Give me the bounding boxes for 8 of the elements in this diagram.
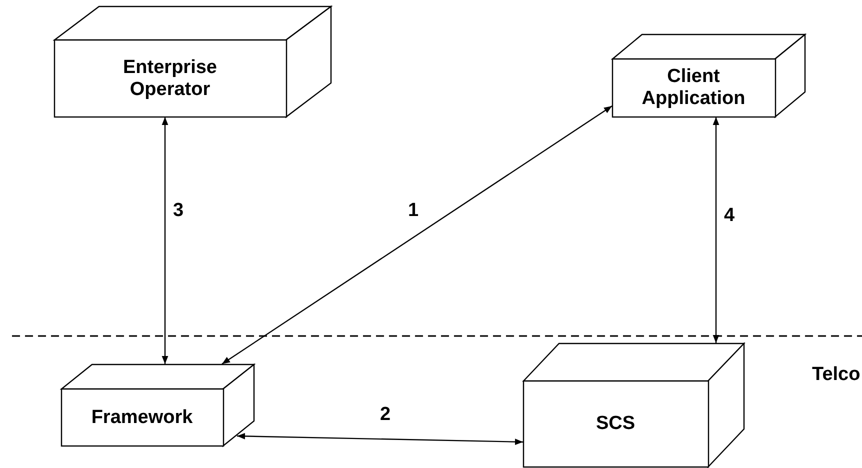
node-label: SCS <box>596 413 636 435</box>
double-arrow <box>236 432 524 446</box>
double-arrow <box>162 117 168 364</box>
double-arrow <box>222 106 612 364</box>
node-label: Enterprise Operator <box>122 56 218 100</box>
double-arrow <box>712 117 720 343</box>
node-label: Client Application <box>640 66 746 110</box>
node-label: Framework <box>91 406 193 428</box>
